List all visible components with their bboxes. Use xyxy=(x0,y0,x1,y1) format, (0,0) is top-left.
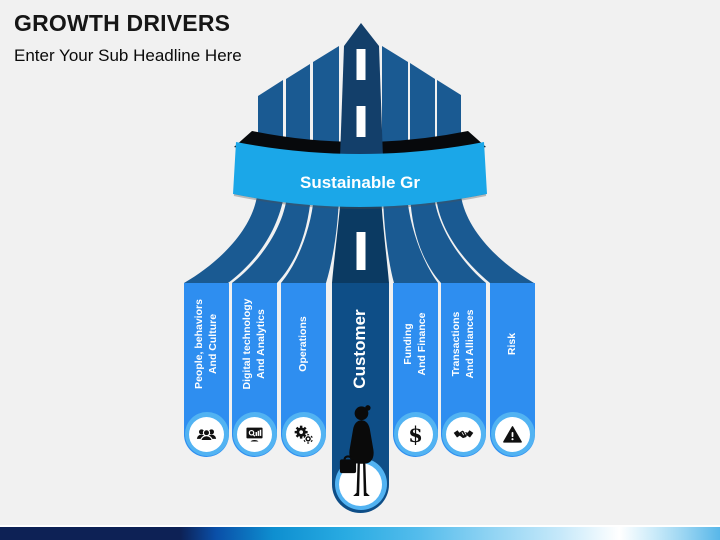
column-funding-finance: Funding And Finance $ xyxy=(393,283,438,457)
column-transactions-alliances: Transactions And Alliances xyxy=(441,283,486,457)
column-people-behaviors-culture: People, behaviors And Culture xyxy=(184,283,229,457)
slide-title: GROWTH DRIVERS xyxy=(14,10,231,36)
warning-triangle-icon xyxy=(503,425,522,443)
column-icon-badge xyxy=(441,412,486,456)
analytics-monitor-icon xyxy=(246,427,263,441)
road-fan xyxy=(332,196,389,283)
column-label: People, behaviors And Culture xyxy=(192,299,219,389)
businesswoman-icon xyxy=(339,405,374,496)
footer-accent-bar xyxy=(0,525,720,540)
gears-icon xyxy=(294,425,313,444)
column-icon-badge xyxy=(490,412,535,456)
column-customer: Customer xyxy=(332,283,389,513)
road-top xyxy=(340,23,383,158)
slide-subtitle: Enter Your Sub Headline Here xyxy=(14,46,242,65)
column-label: Transactions And Alliances xyxy=(449,309,476,379)
handshake-icon xyxy=(453,429,474,438)
column-label: Operations xyxy=(296,316,309,372)
column-label: Risk xyxy=(505,332,518,356)
people-icon xyxy=(196,428,217,441)
column-icon-badge: $ xyxy=(393,412,438,456)
column-icon-badge xyxy=(281,412,326,456)
fan-stripes xyxy=(184,196,534,283)
ribbon-banner xyxy=(233,142,487,209)
column-label: Customer xyxy=(350,309,370,389)
top-stripes xyxy=(258,46,461,158)
column-risk: Risk xyxy=(490,283,535,457)
ribbon-label: Sustainable Gr xyxy=(300,172,420,192)
column-icon-badge xyxy=(232,412,277,456)
dollar-icon: $ xyxy=(408,421,423,447)
column-label: Funding And Finance xyxy=(401,312,428,376)
column-digital-technology-analytics: Digital technology And Analytics xyxy=(232,283,277,457)
column-label: Digital technology And Analytics xyxy=(240,298,267,390)
column-icon-badge xyxy=(184,412,229,456)
column-operations: Operations xyxy=(281,283,326,457)
